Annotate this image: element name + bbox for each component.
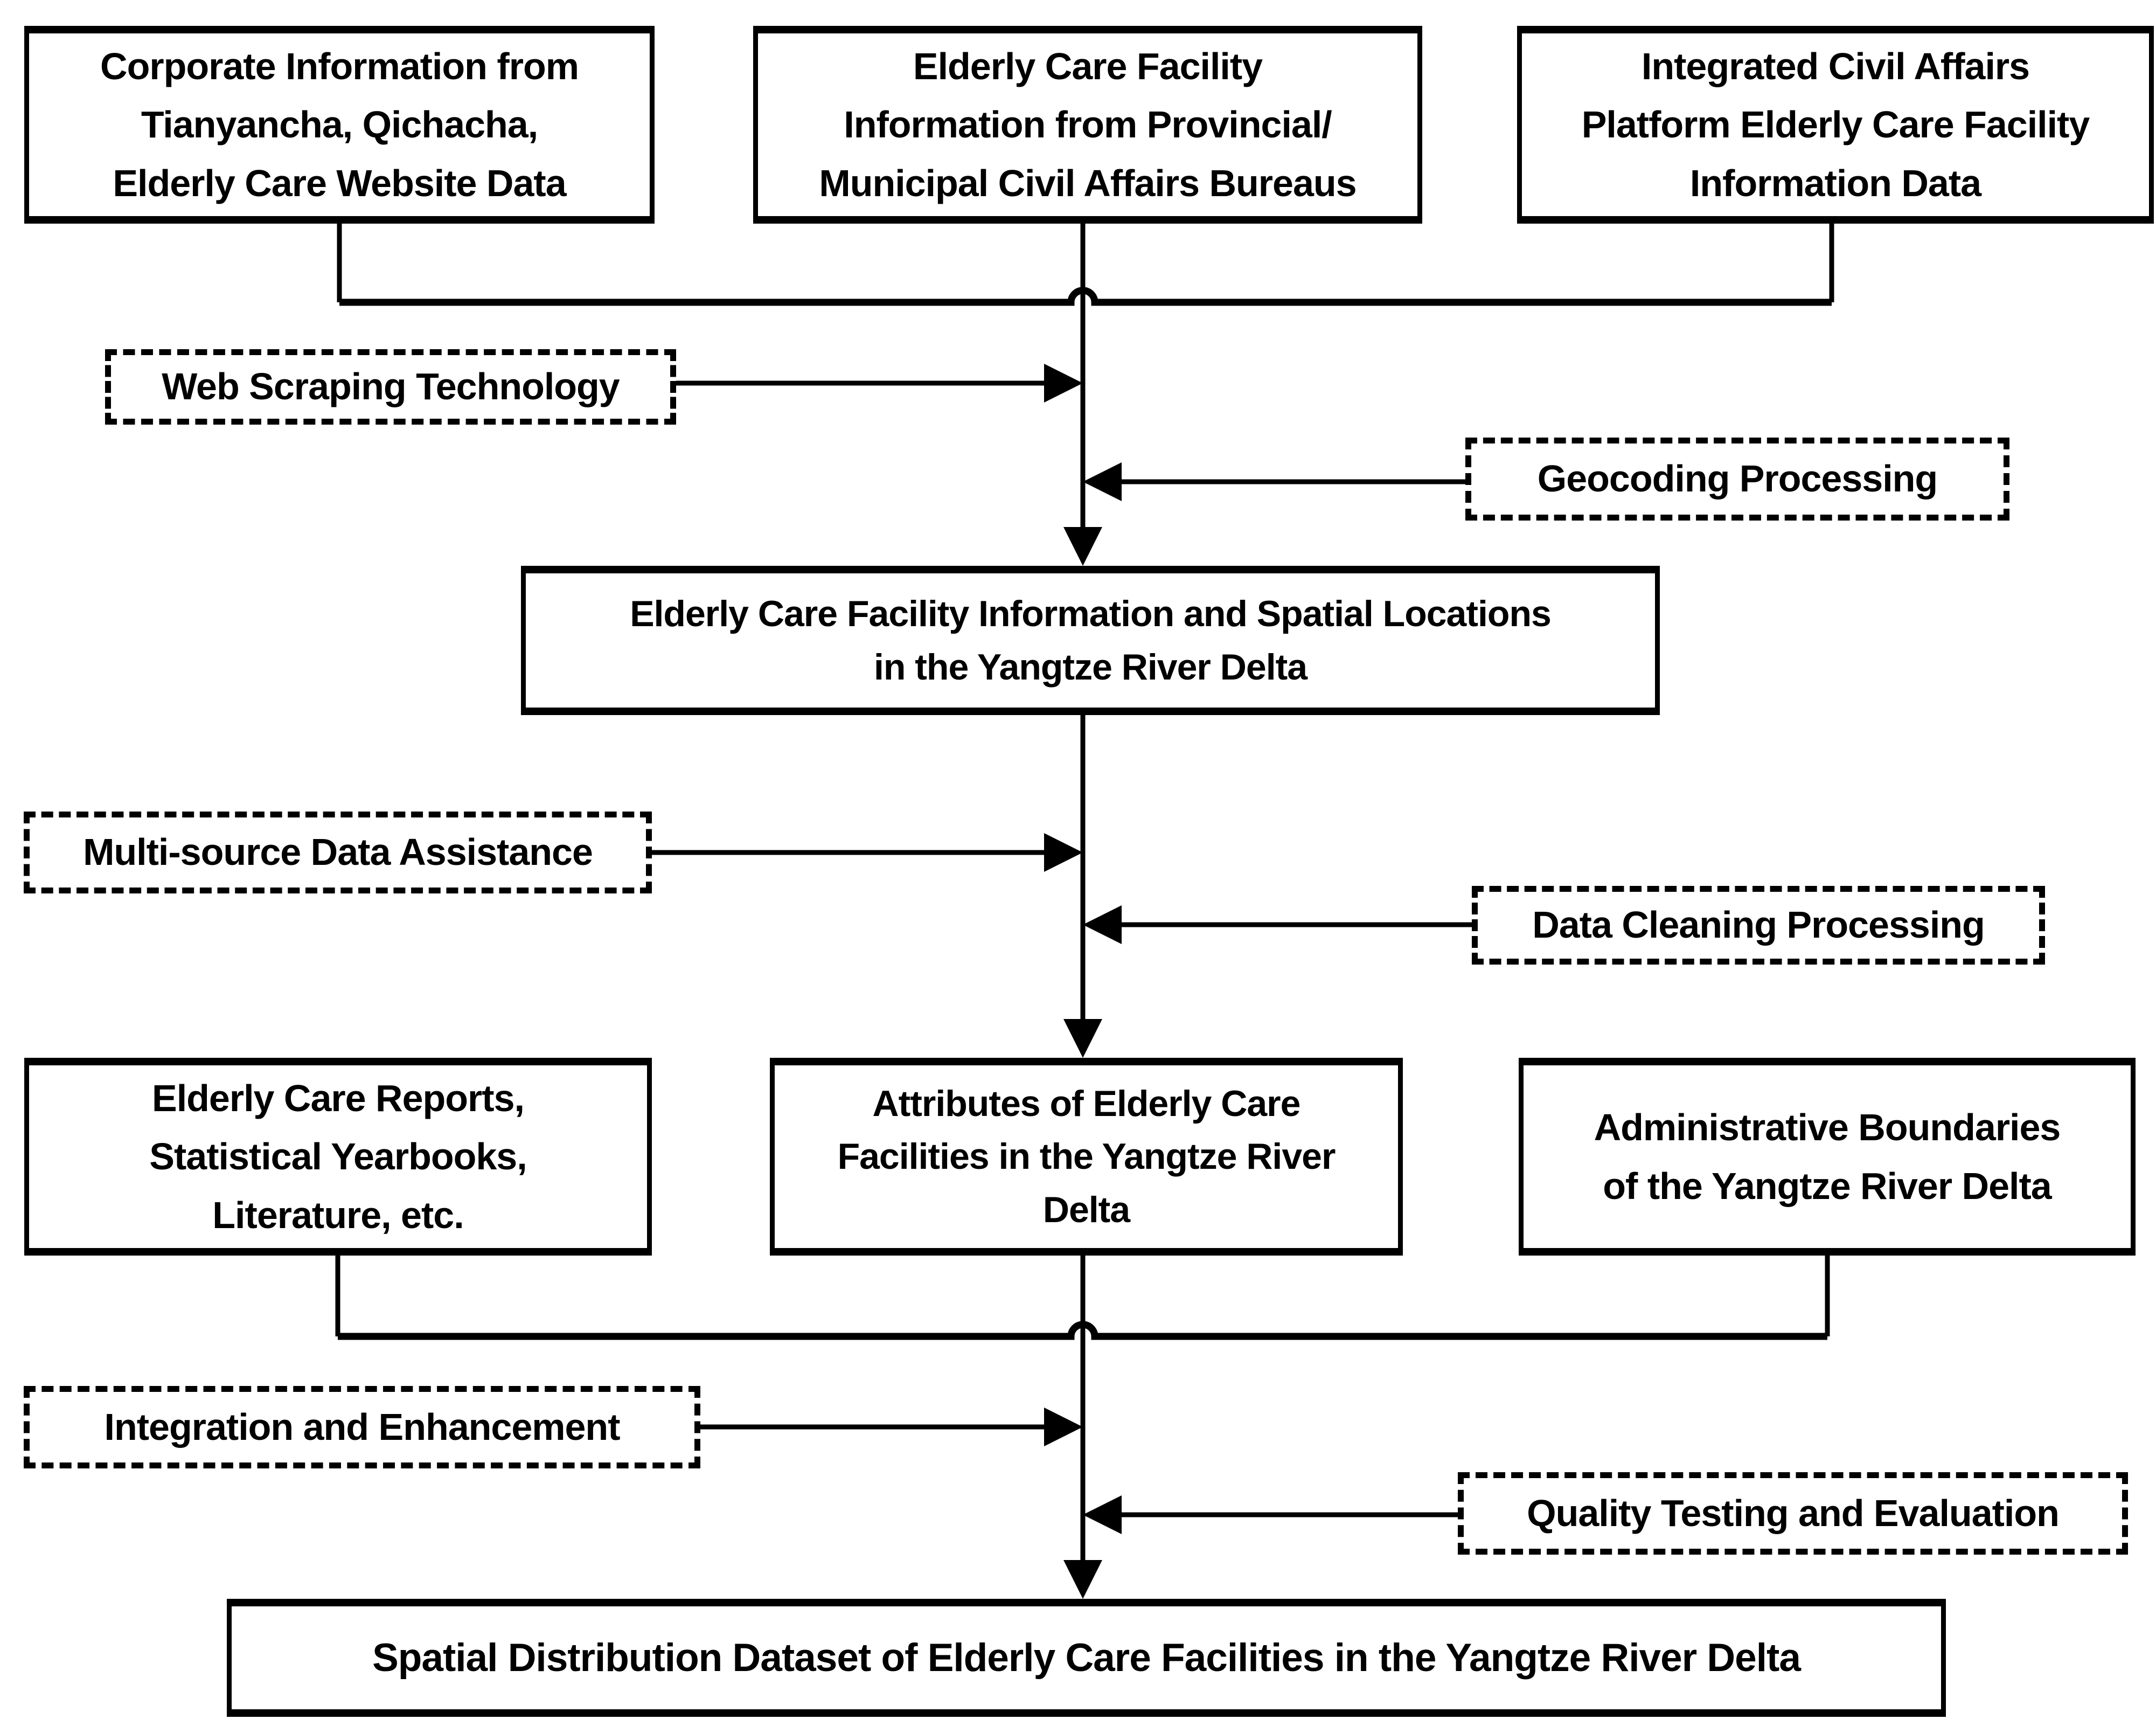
arrowhead-into-final-dataset (1063, 1560, 1102, 1599)
connector-top-merge-line (339, 287, 1832, 306)
node-facility-spatial: Elderly Care Facility Information and Sp… (521, 566, 1660, 715)
process-quality-testing-label: Quality Testing and Evaluation (1527, 1492, 2060, 1534)
process-web-scraping-label: Web Scraping Technology (162, 365, 620, 408)
arrowhead-into-attributes (1063, 1019, 1102, 1058)
node-platform-info: Integrated Civil Affairs Platform Elderl… (1517, 26, 2154, 224)
arrowhead-multi-source (1044, 833, 1083, 872)
arrowhead-data-cleaning (1083, 905, 1122, 944)
process-data-cleaning-label: Data Cleaning Processing (1532, 904, 1985, 946)
node-platform-info-label: Integrated Civil Affairs Platform Elderl… (1581, 45, 2090, 204)
process-web-scraping: Web Scraping Technology (105, 349, 676, 425)
process-quality-testing: Quality Testing and Evaluation (1458, 1472, 2128, 1555)
process-multi-source-label: Multi-source Data Assistance (83, 831, 593, 874)
arrowhead-integration (1044, 1408, 1083, 1446)
arrowhead-quality-testing (1083, 1495, 1122, 1534)
node-reports: Elderly Care Reports, Statistical Yearbo… (24, 1058, 652, 1256)
node-corporate-info-label: Corporate Information from Tianyancha, Q… (100, 45, 579, 204)
process-integration-label: Integration and Enhancement (104, 1405, 621, 1448)
node-admin-boundaries: Administrative Boundaries of the Yangtze… (1519, 1058, 2136, 1256)
process-geocoding: Geocoding Processing (1465, 438, 2009, 521)
node-final-dataset: Spatial Distribution Dataset of Elderly … (227, 1599, 1946, 1717)
node-admin-boundaries-label: Administrative Boundaries of the Yangtze… (1594, 1106, 2061, 1207)
node-bureau-info: Elderly Care Facility Information from P… (753, 26, 1422, 224)
process-data-cleaning: Data Cleaning Processing (1472, 886, 2045, 965)
process-multi-source: Multi-source Data Assistance (24, 812, 652, 893)
process-integration: Integration and Enhancement (24, 1386, 700, 1468)
arrowhead-geocoding (1083, 462, 1122, 501)
node-reports-label: Elderly Care Reports, Statistical Yearbo… (149, 1077, 527, 1236)
node-facility-spatial-label: Elderly Care Facility Information and Sp… (630, 593, 1552, 688)
arrowhead-web-scraping (1044, 364, 1083, 403)
node-final-dataset-label: Spatial Distribution Dataset of Elderly … (372, 1635, 1801, 1680)
node-attributes: Attributes of Elderly Care Facilities in… (770, 1058, 1403, 1256)
node-corporate-info: Corporate Information from Tianyancha, Q… (24, 26, 655, 224)
node-bureau-info-label: Elderly Care Facility Information from P… (819, 45, 1357, 204)
arrowhead-into-facility-spatial (1063, 527, 1102, 566)
node-attributes-label: Attributes of Elderly Care Facilities in… (837, 1083, 1336, 1230)
process-geocoding-label: Geocoding Processing (1537, 457, 1938, 500)
